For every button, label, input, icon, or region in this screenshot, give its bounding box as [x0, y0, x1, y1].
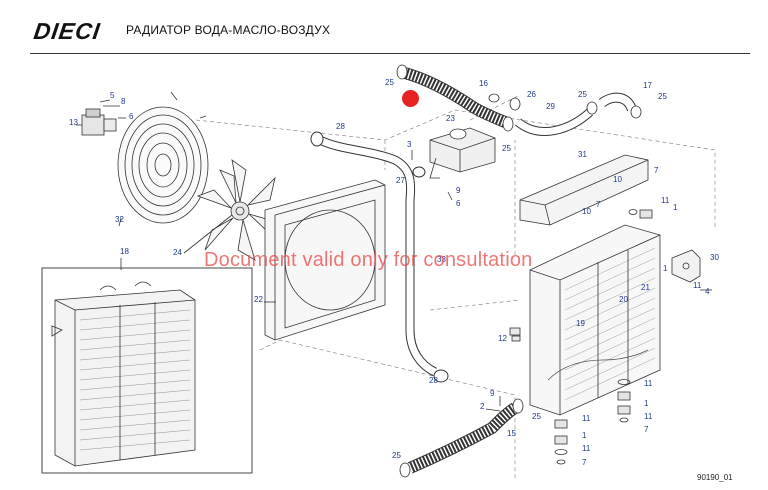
- callout-c-10a: 10: [613, 175, 622, 184]
- hose-17: [598, 92, 642, 119]
- callout-c-1a: 1: [673, 203, 678, 212]
- callout-c-28b: 28: [429, 376, 438, 385]
- highlight-marker: [402, 90, 419, 107]
- callout-c-25f: 25: [392, 451, 401, 460]
- callout-c-8: 8: [121, 97, 126, 106]
- callout-c-1c: 1: [644, 399, 649, 408]
- callout-c-19: 19: [576, 319, 585, 328]
- callout-c-7b: 7: [596, 200, 601, 209]
- callout-c-7c: 7: [644, 425, 649, 434]
- hydraulic-motor-13: [76, 99, 126, 136]
- callout-c-33: 33: [437, 255, 446, 264]
- callout-c-4: 4: [705, 287, 710, 296]
- bracket-31: [519, 154, 649, 226]
- callout-c-25a: 25: [385, 78, 394, 87]
- drawing-code: 90190_01: [697, 473, 733, 482]
- expansion-tank-23: [429, 127, 496, 179]
- corrugated-hose-16: [396, 64, 514, 132]
- mounting-pads: [554, 209, 653, 465]
- callout-c-1b: 1: [663, 264, 668, 273]
- callout-c-1d: 1: [582, 431, 587, 440]
- callout-c-25c: 25: [658, 92, 667, 101]
- callout-c-5: 5: [110, 91, 115, 100]
- callout-c-9a: 9: [456, 186, 461, 195]
- small-fittings: [411, 150, 521, 412]
- main-radiator-19: [529, 224, 661, 416]
- callout-c-20: 20: [619, 295, 628, 304]
- header-rule: [30, 53, 750, 54]
- callout-c-11d: 11: [582, 414, 591, 423]
- callout-c-3: 3: [407, 140, 412, 149]
- callout-c-25e: 25: [532, 412, 541, 421]
- callout-c-13: 13: [69, 118, 78, 127]
- callout-c-17: 17: [643, 81, 652, 90]
- bracket-30: [671, 249, 712, 291]
- page-title: РАДИАТОР ВОДА-МАСЛО-ВОЗДУХ: [126, 23, 331, 37]
- corrugated-hose-15: [399, 398, 524, 478]
- callout-c-21: 21: [641, 283, 650, 292]
- consultation-watermark: Document valid only for consultation: [204, 249, 533, 271]
- callout-c-22: 22: [254, 295, 263, 304]
- callout-c-26: 26: [527, 90, 536, 99]
- callout-c-11b: 11: [693, 281, 702, 290]
- callout-c-15: 15: [507, 429, 516, 438]
- callout-c-31: 31: [578, 150, 587, 159]
- callout-c-24: 24: [173, 248, 182, 257]
- fan-cover-32: [117, 91, 209, 227]
- callout-c-27: 27: [396, 176, 405, 185]
- callout-c-11a: 11: [661, 196, 670, 205]
- callout-c-32: 32: [115, 215, 124, 224]
- callout-c-11c: 11: [644, 379, 653, 388]
- callout-c-11e: 11: [644, 412, 653, 421]
- callout-c-7a: 7: [654, 166, 659, 175]
- fan-shroud-22: [264, 179, 386, 341]
- hose-29: [509, 97, 598, 136]
- callout-c-23: 23: [446, 114, 455, 123]
- callout-c-25d: 25: [502, 144, 511, 153]
- inset-radiator-18: [41, 258, 253, 474]
- callout-c-2: 2: [480, 402, 485, 411]
- callout-c-28a: 28: [336, 122, 345, 131]
- callout-c-9b: 9: [490, 389, 495, 398]
- callout-c-10b: 10: [582, 207, 591, 216]
- hose-27-28: [310, 131, 449, 383]
- callout-c-18: 18: [120, 247, 129, 256]
- callout-c-6: 6: [129, 112, 134, 121]
- callout-c-16: 16: [479, 79, 488, 88]
- callout-c-6b: 6: [456, 199, 461, 208]
- callout-c-29: 29: [546, 102, 555, 111]
- callout-c-12: 12: [498, 334, 507, 343]
- callout-c-7d: 7: [582, 458, 587, 467]
- callout-c-25b: 25: [578, 90, 587, 99]
- callout-c-11f: 11: [582, 444, 591, 453]
- callout-c-30: 30: [710, 253, 719, 262]
